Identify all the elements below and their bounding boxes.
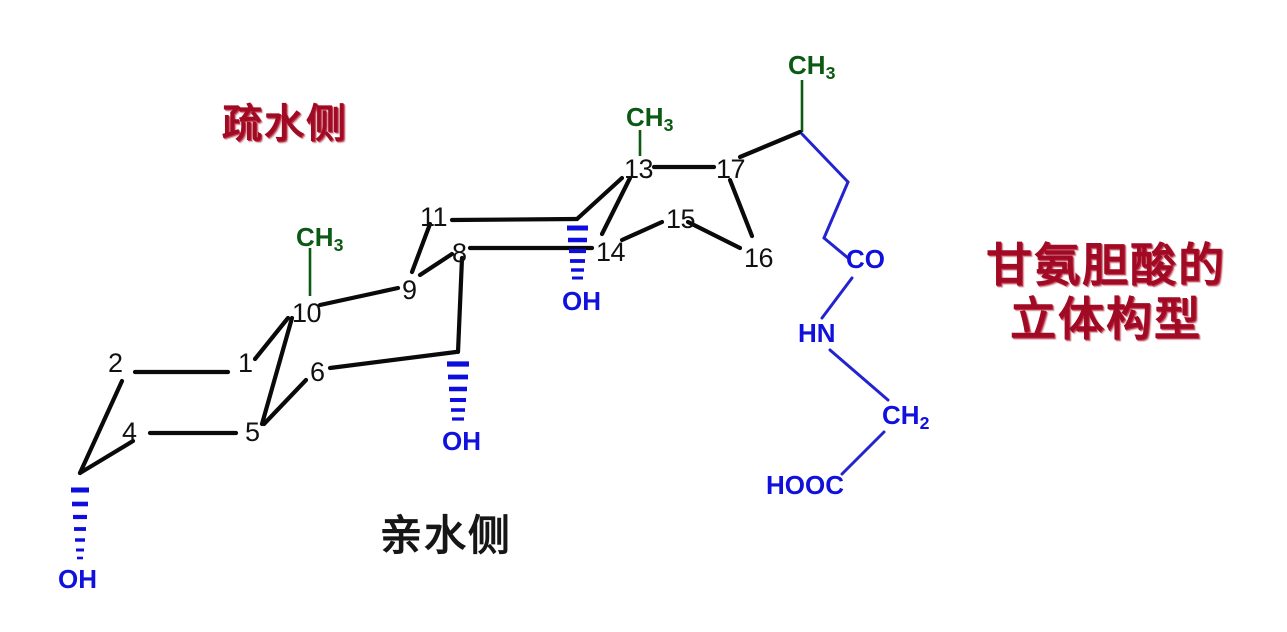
carbon-label-4: 4 — [122, 417, 137, 447]
hydroxyl-label-c7: OH — [442, 426, 481, 456]
carbonyl-label-co: CO — [846, 244, 885, 274]
carbon-label-2: 2 — [108, 348, 123, 378]
hydrophilic-side-label: 亲水侧 — [380, 511, 513, 560]
carboxyl-label-hooc: HOOC — [766, 470, 844, 500]
carbon-label-6: 6 — [310, 357, 325, 387]
methylene-group-ch2: CH2 — [882, 402, 929, 433]
ring-b-bonds — [317, 251, 465, 371]
carbon-label-14: 14 — [596, 237, 626, 267]
methyl-sub-c20: 3 — [825, 62, 836, 83]
methylene-sub-ch2: 2 — [919, 412, 930, 433]
hydroxyl-label-c3: OH — [58, 564, 97, 594]
diagram-title-line-1: 甘氨胆酸的 — [986, 238, 1226, 292]
methyl-bonds — [308, 80, 804, 296]
hash-wedge-c7-oh — [447, 361, 469, 421]
methyl-label-c10: CH — [296, 222, 334, 252]
methyl-group-c13: CH3 — [626, 104, 673, 135]
diagram-title-line-2: 立体构型 — [1010, 292, 1202, 347]
methyl-sub-c10: 3 — [333, 234, 344, 255]
carbon-label-10: 10 — [292, 298, 322, 328]
ring-c-bonds — [409, 175, 633, 275]
carbon-label-11: 11 — [420, 202, 448, 232]
hydroxyl-label-c12: OH — [562, 286, 601, 316]
carbon-label-9: 9 — [402, 275, 417, 305]
hydrophobic-side-label: 疏水侧 — [222, 101, 348, 147]
methyl-group-c20: CH3 — [788, 52, 835, 83]
methyl-label-c20: CH — [788, 50, 826, 80]
carbon-label-5: 5 — [245, 417, 260, 447]
diagram-title: 甘氨胆酸的 立体构型 — [966, 238, 1246, 347]
carbon-label-16: 16 — [744, 243, 774, 273]
methyl-group-c10: CH3 — [296, 224, 343, 255]
carbon-label-17: 17 — [716, 154, 746, 184]
carbon-label-15: 15 — [666, 204, 696, 234]
methylene-label-ch2: CH — [882, 400, 920, 430]
carbon-label-1: 1 — [238, 348, 253, 378]
ring-a-bonds — [77, 315, 309, 476]
amide-label-hn: HN — [798, 318, 836, 348]
hash-wedge-c3-oh — [71, 487, 89, 560]
ring-d-bonds — [619, 164, 755, 251]
hash-wedge-c12-oh — [567, 225, 588, 280]
side-chain-bonds — [737, 129, 890, 476]
carbon-label-8: 8 — [452, 238, 467, 268]
methyl-label-c13: CH — [626, 102, 664, 132]
methyl-sub-c13: 3 — [663, 114, 674, 135]
carbon-label-13: 13 — [624, 154, 654, 184]
